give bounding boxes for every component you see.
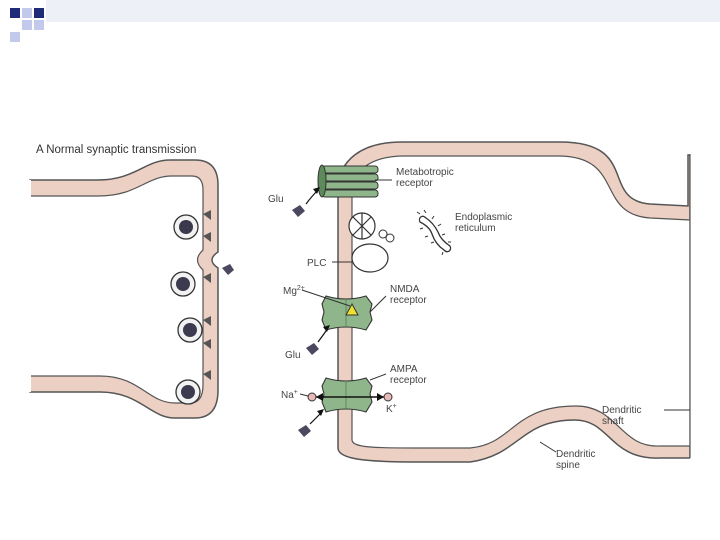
label-metabotropic-receptor: Metabotropic receptor bbox=[396, 167, 457, 189]
metabotropic-receptor bbox=[317, 164, 379, 198]
deco-square bbox=[34, 8, 44, 18]
presynaptic-terminal bbox=[29, 159, 234, 419]
deco-square bbox=[22, 20, 32, 30]
ampa-receptor bbox=[316, 377, 384, 413]
label-shaft-line2: shaft bbox=[602, 416, 624, 427]
label-ampa-line2: receptor bbox=[390, 375, 427, 386]
shaft-cut-edge bbox=[690, 150, 720, 470]
label-glu-top: Glu bbox=[268, 194, 284, 205]
label-na-charge: + bbox=[294, 389, 298, 396]
label-mg: Mg2+ bbox=[283, 285, 305, 297]
label-mg-symbol: Mg bbox=[283, 286, 297, 297]
release-site bbox=[203, 273, 211, 283]
g-protein-complex bbox=[348, 212, 395, 243]
presynaptic-cytoplasm bbox=[29, 175, 204, 404]
deco-square bbox=[10, 32, 20, 42]
glutamate-bottom bbox=[298, 409, 324, 437]
sodium-ion bbox=[307, 392, 317, 402]
label-metabotropic-line1: Metabotropic bbox=[396, 167, 454, 178]
label-glu-mid: Glu bbox=[285, 350, 301, 361]
glutamate-mid bbox=[306, 325, 330, 355]
release-site bbox=[203, 339, 211, 349]
release-site bbox=[203, 232, 211, 242]
leader-nmda bbox=[369, 295, 387, 313]
label-endoplasmic-reticulum: Endoplasmic reticulum bbox=[455, 212, 515, 234]
label-spine-line1: Dendritic bbox=[556, 449, 595, 460]
label-k-symbol: K bbox=[386, 404, 393, 415]
label-er-line1: Endoplasmic bbox=[455, 212, 512, 223]
label-spine-line2: spine bbox=[556, 460, 580, 471]
label-ampa-line1: AMPA bbox=[390, 364, 418, 375]
deco-square bbox=[22, 8, 32, 18]
deco-square bbox=[34, 20, 44, 30]
nmda-receptor bbox=[321, 295, 373, 331]
deco-square bbox=[10, 8, 20, 18]
release-site bbox=[203, 370, 211, 380]
label-na: Na+ bbox=[281, 389, 298, 401]
glutamate-top bbox=[292, 187, 320, 217]
label-k: K+ bbox=[386, 403, 397, 415]
label-metabotropic-line2: receptor bbox=[396, 178, 433, 189]
leader-mg bbox=[301, 289, 351, 307]
potassium-ion bbox=[383, 392, 393, 402]
vesicle bbox=[177, 317, 203, 343]
release-site bbox=[203, 316, 211, 326]
mg-ion-block bbox=[345, 302, 359, 316]
label-dendritic-shaft: Dendritic shaft bbox=[602, 405, 644, 427]
label-er-line2: reticulum bbox=[455, 223, 496, 234]
panel-title: A Normal synaptic transmission bbox=[36, 144, 196, 156]
plc-enzyme bbox=[332, 243, 389, 273]
release-site bbox=[203, 210, 211, 220]
released-glutamate bbox=[222, 264, 234, 275]
label-ampa-receptor: AMPA receptor bbox=[390, 364, 427, 386]
label-nmda-receptor: NMDA receptor bbox=[390, 284, 427, 306]
leader-dendritic-spine bbox=[539, 441, 557, 453]
vesicle bbox=[175, 379, 201, 405]
endoplasmic-reticulum bbox=[416, 209, 452, 256]
postsynaptic-spine bbox=[307, 141, 720, 470]
vesicle bbox=[173, 214, 199, 240]
leader-ampa bbox=[369, 373, 387, 381]
label-nmda-line2: receptor bbox=[390, 295, 427, 306]
slide-header-band bbox=[46, 0, 720, 22]
slide-corner-decoration bbox=[10, 0, 720, 42]
label-nmda-line1: NMDA bbox=[390, 284, 420, 295]
leader-na bbox=[299, 393, 309, 397]
label-plc: PLC bbox=[307, 258, 326, 269]
label-na-symbol: Na bbox=[281, 390, 294, 401]
vesicle bbox=[170, 271, 196, 297]
label-dendritic-spine: Dendritic spine bbox=[556, 449, 598, 471]
label-mg-charge: 2+ bbox=[297, 285, 305, 292]
label-k-charge: + bbox=[393, 403, 397, 410]
label-shaft-line1: Dendritic bbox=[602, 405, 641, 416]
